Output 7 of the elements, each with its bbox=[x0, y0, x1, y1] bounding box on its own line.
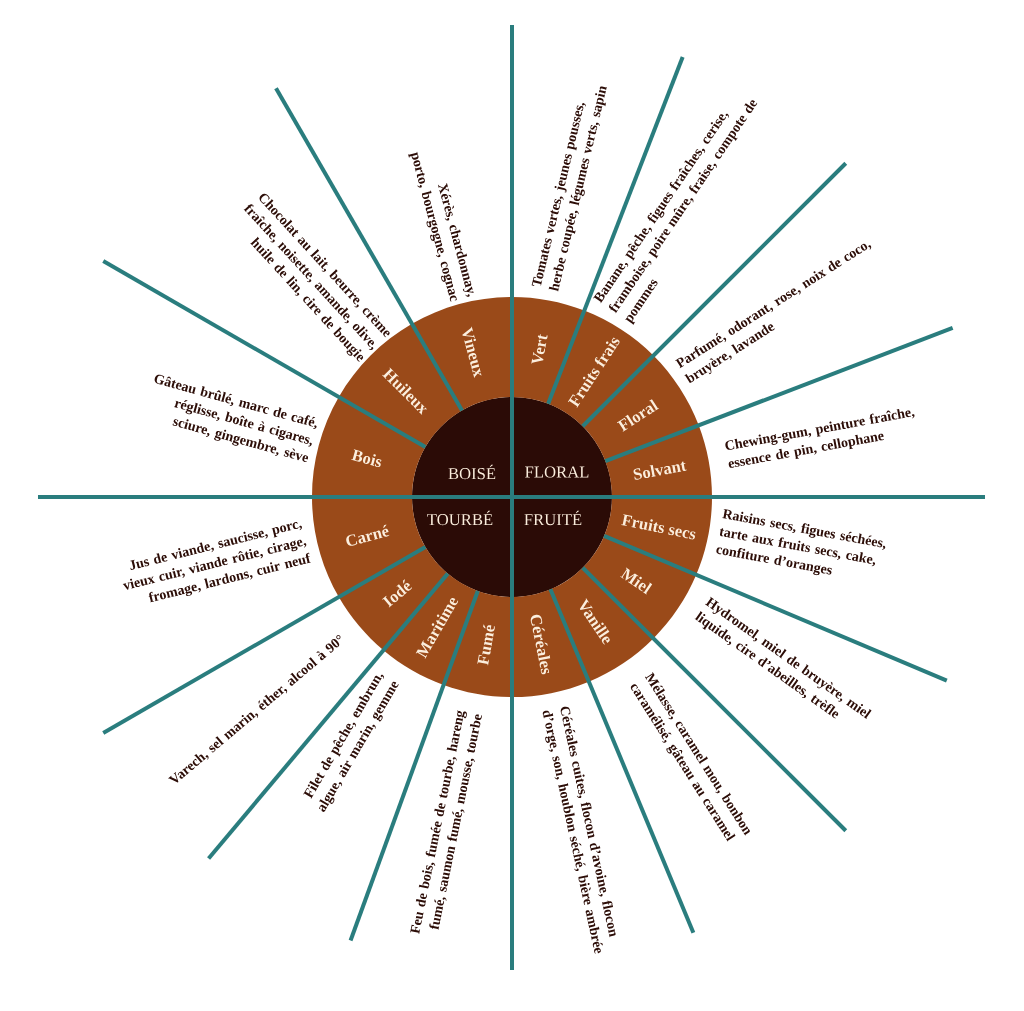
center-sector: TOURBÉ bbox=[412, 497, 512, 597]
aroma-description: Céréales cuites, flocon d’avoine, flocon d’orge, son, houblon séché, bière ambrée bbox=[542, 706, 616, 954]
aroma-description: Feu de bois, fumée de tourbe, hareng fumé, saumon fumé, mousse, tourbe bbox=[410, 710, 482, 935]
aroma-description: Chewing-gum, peinture fraîche, essence de pin, cellophane bbox=[725, 408, 915, 468]
aroma-description: Jus de viande, saucisse, porc, vieux cuir, viande rôtie, cirage, fromage, lardons, cuir neuf bbox=[122, 522, 311, 603]
aroma-description: Raisins secs, figues séchées, tarte aux fruits secs, cake, confiture d’oranges bbox=[716, 508, 886, 576]
center-sector: FRUITÉ bbox=[512, 497, 612, 597]
